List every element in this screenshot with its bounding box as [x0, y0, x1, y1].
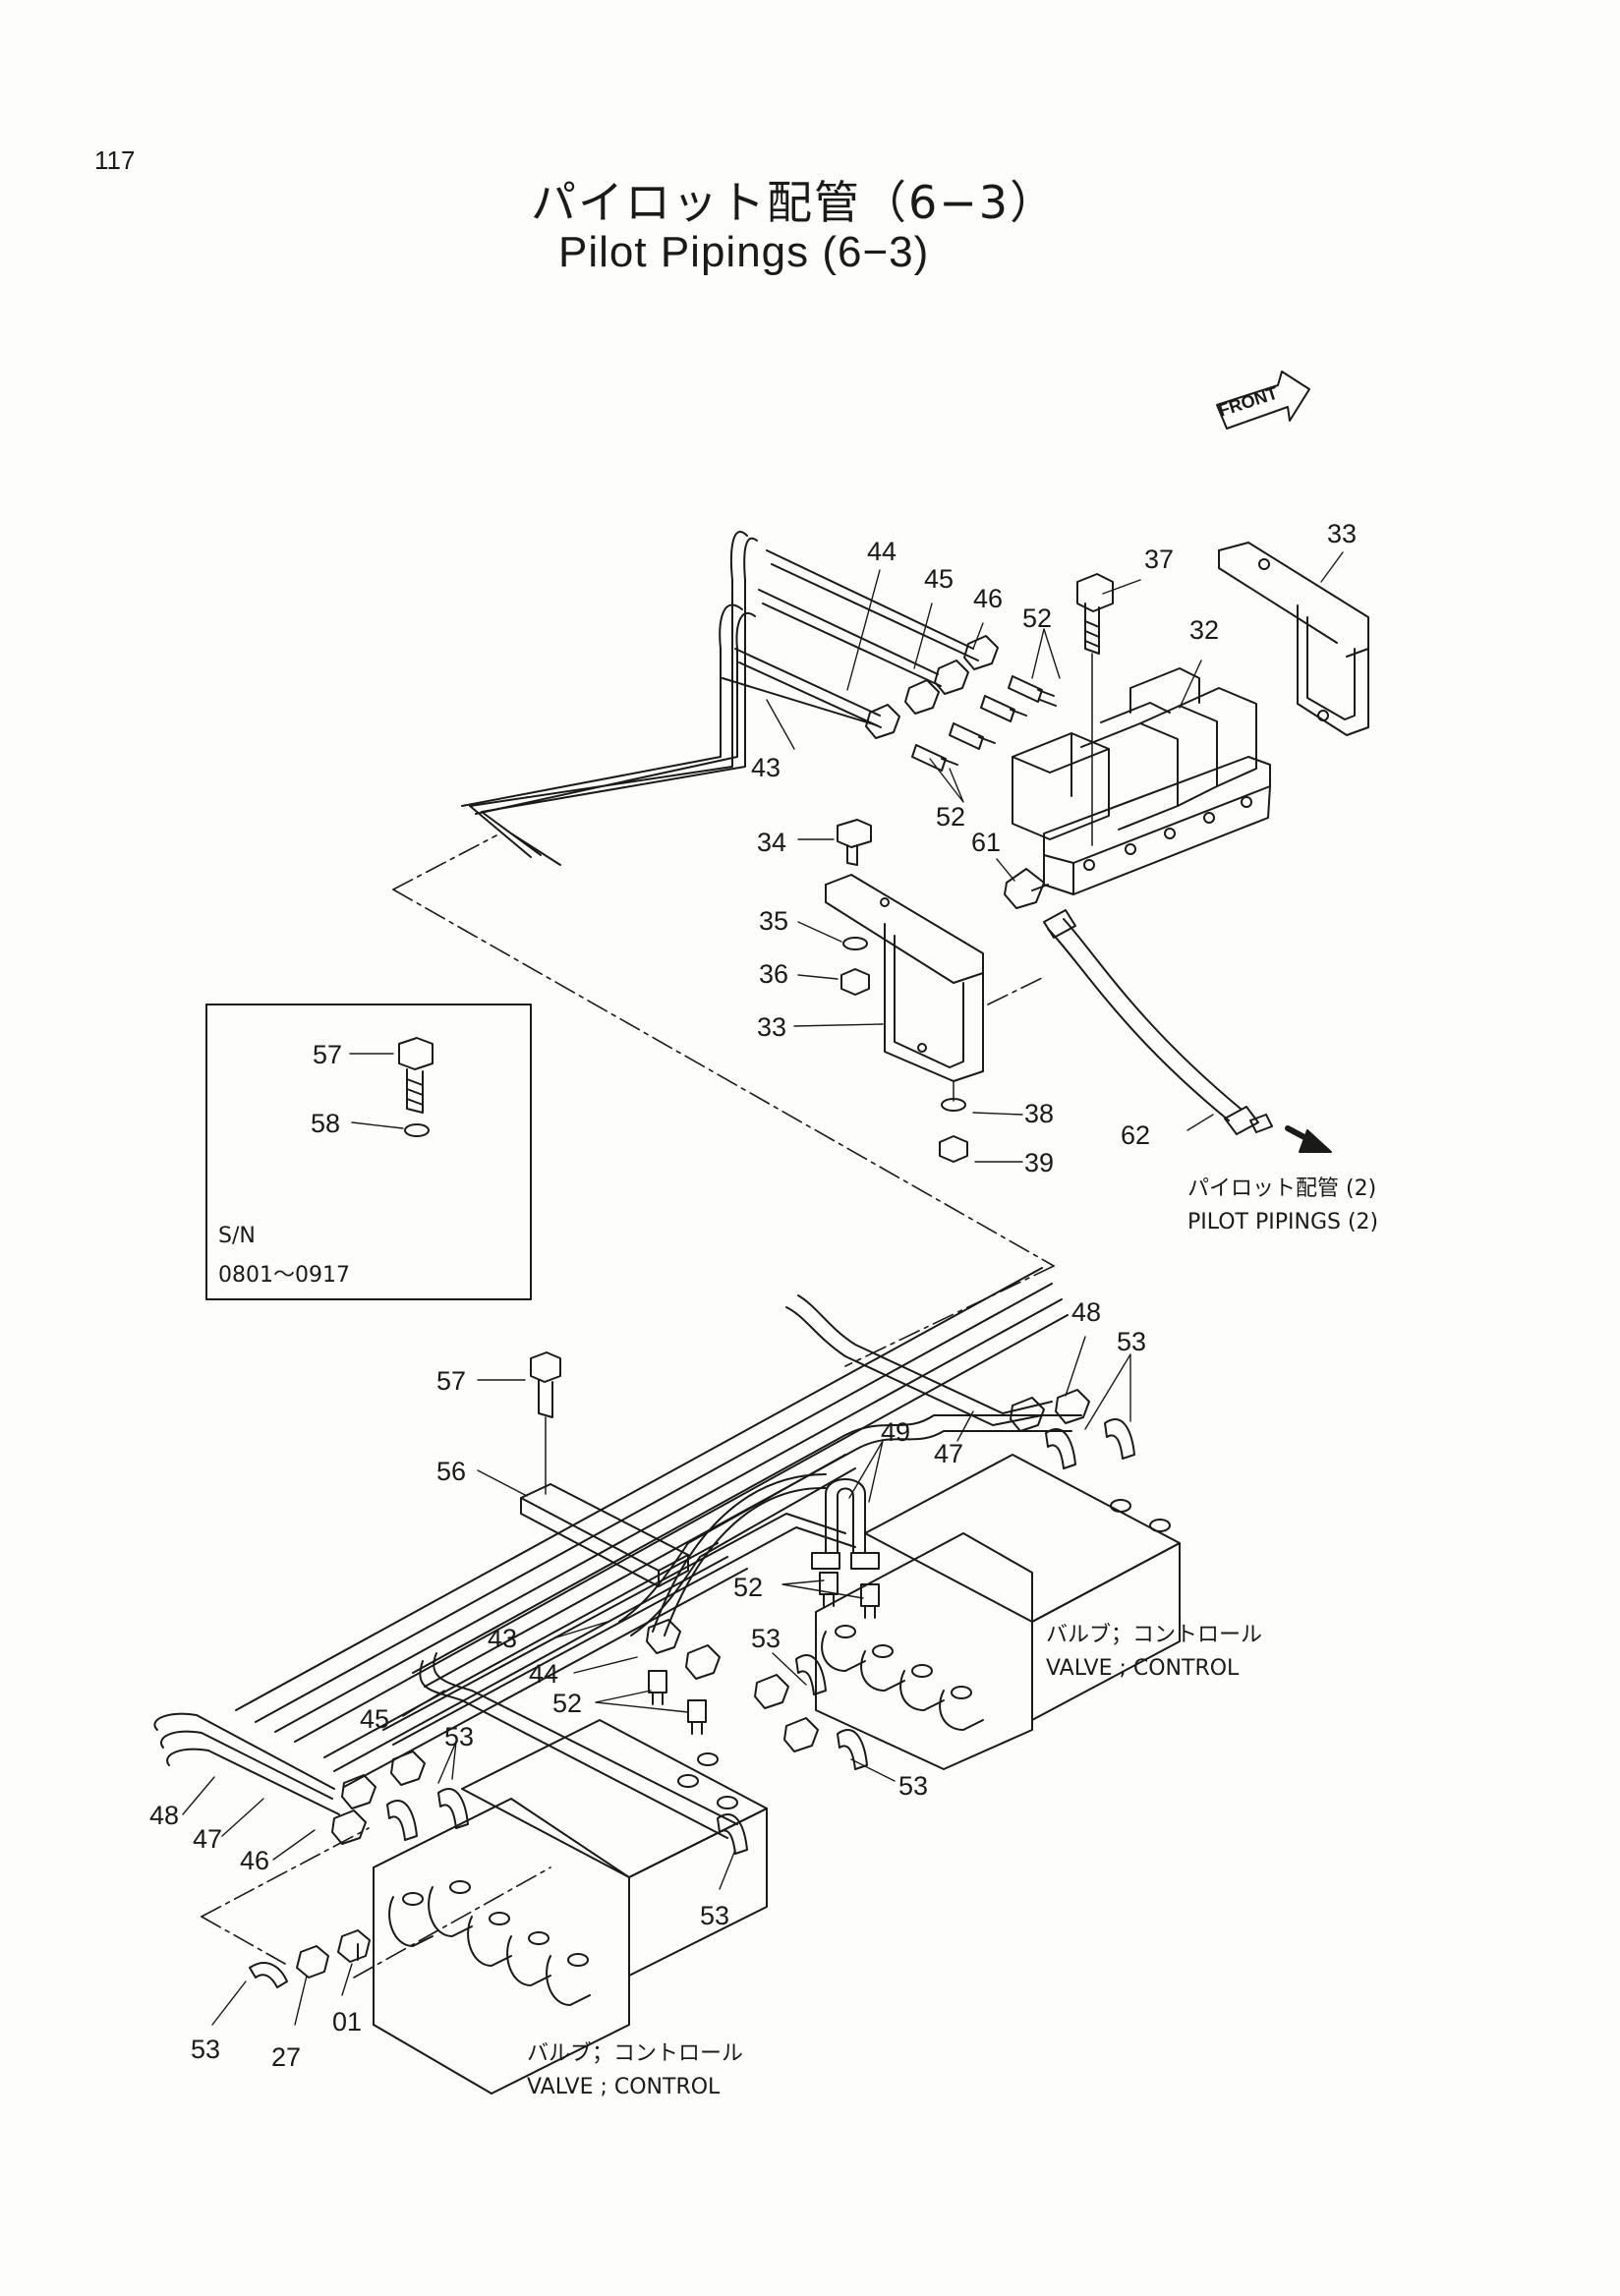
callout-52: 52 — [733, 1573, 763, 1602]
hose-62 — [1004, 868, 1273, 1135]
callout-53: 53 — [751, 1624, 781, 1653]
callout-33: 33 — [1327, 519, 1357, 548]
bracket-33-middle — [825, 819, 984, 1163]
callout-39: 39 — [1024, 1148, 1054, 1177]
serial-inset-box — [205, 1004, 532, 1300]
callout-62: 62 — [1121, 1120, 1150, 1150]
valve-control-note-jp: バルブ；コントロール — [527, 2041, 743, 2066]
elbows-53 — [249, 1418, 1135, 1988]
front-arrow-icon: FRONT — [1216, 371, 1310, 430]
callout-53: 53 — [898, 1771, 928, 1801]
callout-01: 01 — [332, 2007, 362, 2037]
callout-34: 34 — [757, 828, 786, 857]
valve-control-note-en: VALVE ; CONTROL — [1046, 1656, 1240, 1681]
leader-lines — [182, 551, 1344, 2026]
page-title-japanese: パイロット配管（6−3） — [531, 176, 1058, 229]
callout-52: 52 — [936, 802, 965, 832]
pipe-loops-49 — [652, 1473, 880, 1636]
front-label: FRONT — [1216, 383, 1280, 421]
callout-52: 52 — [552, 1689, 582, 1718]
callout-47: 47 — [934, 1439, 963, 1468]
callout-49: 49 — [881, 1417, 910, 1447]
callout-48: 48 — [1071, 1297, 1101, 1327]
callout-36: 36 — [759, 959, 788, 989]
callout-45: 45 — [924, 564, 954, 594]
page-title-english: Pilot Pipings (6−3) — [558, 228, 930, 276]
callout-38: 38 — [1024, 1099, 1054, 1128]
callout-46: 46 — [973, 584, 1003, 613]
lower-pipe-bundle — [153, 1267, 1082, 1839]
callout-53: 53 — [191, 2035, 220, 2064]
control-valve-lower — [373, 1719, 768, 2095]
callout-44: 44 — [867, 537, 897, 566]
callout-61: 61 — [971, 828, 1001, 857]
callout-53: 53 — [700, 1901, 729, 1930]
pilot-pipings-note-jp: パイロット配管 (2) — [1187, 1177, 1376, 1201]
callout-44: 44 — [529, 1659, 558, 1689]
callout-56: 56 — [436, 1457, 466, 1486]
callout-53: 53 — [444, 1722, 474, 1751]
callout-53: 53 — [1117, 1327, 1146, 1356]
pilot-pipings-note-en: PILOT PIPINGS (2) — [1187, 1210, 1378, 1234]
callout-48: 48 — [149, 1801, 179, 1830]
callout-57: 57 — [313, 1040, 342, 1069]
upper-pipes — [461, 531, 979, 866]
pipe-nuts-lower — [331, 1389, 1090, 1845]
adapters-upper — [911, 675, 1057, 772]
pipe-nuts-upper — [865, 635, 999, 739]
callout-numbers: 44 45 46 37 33 52 32 43 52 34 61 35 36 3… — [149, 519, 1357, 2072]
callout-57: 57 — [436, 1366, 466, 1396]
callout-32: 32 — [1189, 615, 1219, 645]
callout-43: 43 — [488, 1624, 517, 1653]
solenoid-valve-block — [1012, 667, 1271, 895]
serial-range: 0801～0917 — [218, 1263, 350, 1288]
direction-arrow-icon — [1285, 1125, 1332, 1153]
callout-37: 37 — [1144, 545, 1174, 574]
callout-33: 33 — [757, 1012, 786, 1042]
callout-27: 27 — [271, 2042, 301, 2072]
clamp-plate-56 — [520, 1351, 689, 1587]
bolt-37 — [1076, 573, 1114, 846]
diagram-notes: S/N 0801～0917 パイロット配管 (2) PILOT PIPINGS … — [218, 1177, 1378, 2099]
page-number: 117 — [94, 145, 136, 175]
callout-52: 52 — [1022, 603, 1052, 633]
serial-label: S/N — [218, 1224, 256, 1248]
callout-58: 58 — [311, 1109, 340, 1138]
callout-43: 43 — [751, 753, 781, 782]
valve-control-note-jp: バルブ；コントロール — [1046, 1623, 1262, 1647]
control-valve-upper — [815, 1454, 1181, 1770]
callout-45: 45 — [360, 1704, 389, 1734]
callout-35: 35 — [759, 906, 788, 936]
bracket-33-upper — [1218, 542, 1369, 736]
callout-46: 46 — [240, 1846, 269, 1875]
valve-control-note-en: VALVE ; CONTROL — [527, 2075, 721, 2099]
boundary-lines — [201, 834, 1055, 1979]
callout-47: 47 — [193, 1824, 222, 1854]
